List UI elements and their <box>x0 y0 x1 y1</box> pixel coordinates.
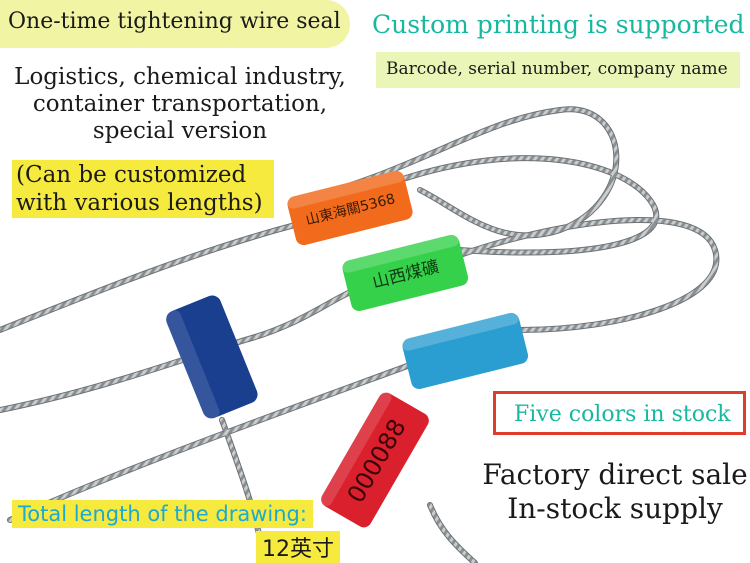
five-colors-text: Five colors in stock <box>514 402 731 427</box>
seal-orange: 山東海關5368 <box>287 170 413 246</box>
title-pill: One-time tightening wire seal <box>0 0 350 48</box>
uses-line-2: container transportation, <box>32 91 328 117</box>
uses-line-1: Logistics, chemical industry, <box>14 64 346 90</box>
seal-red: 000088 <box>320 391 429 528</box>
custom-line-2: with various lengths) <box>16 190 263 216</box>
wire-loop-right <box>457 216 720 333</box>
print-info-box: Barcode, serial number, company name <box>376 52 740 88</box>
seal-cyan <box>402 312 529 390</box>
factory-line-2: In-stock supply <box>507 492 723 525</box>
title-left: One-time tightening wire seal <box>8 9 341 34</box>
total-length-label: Total length of the drawing: <box>12 500 313 528</box>
uses-line-3: special version <box>92 118 268 144</box>
seal-dark-blue <box>165 295 258 420</box>
custom-line-1: (Can be customized <box>16 162 247 188</box>
print-info: Barcode, serial number, company name <box>386 59 728 79</box>
five-colors-box: Five colors in stock <box>493 391 746 435</box>
seal-green-body <box>342 234 469 312</box>
seal-dark-blue-body <box>166 295 258 419</box>
factory-text: Factory direct sale In-stock supply <box>480 458 750 526</box>
seal-green: 山西煤礦 <box>342 234 469 312</box>
seal-cyan-body <box>402 312 529 390</box>
title-right: Custom printing is supported <box>372 10 745 39</box>
seal-orange-body <box>287 170 413 246</box>
factory-line-1: Factory direct sale <box>482 458 748 491</box>
uses-text: Logistics, chemical industry, container … <box>0 64 360 145</box>
length-value: 12英寸 <box>256 531 340 563</box>
custom-length-note: (Can be customized with various lengths) <box>12 160 274 218</box>
seal-red-body <box>321 392 429 528</box>
